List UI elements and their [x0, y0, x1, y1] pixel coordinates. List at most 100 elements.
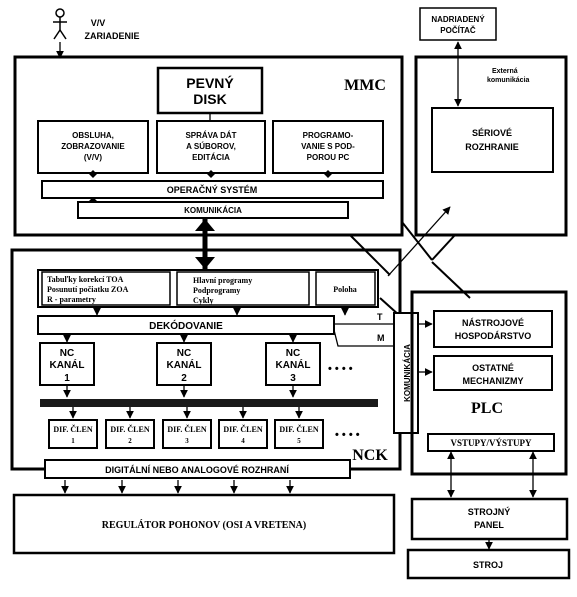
machine-panel-box: [410, 497, 569, 541]
nc-channel-3: NC KANÁL 3: [265, 334, 321, 386]
arrow-to-serial: [387, 206, 451, 277]
diff-member-1-label: DIF. ČLEN: [53, 424, 92, 434]
mmc-communication-label: KOMUNIKÁCIA: [184, 206, 242, 215]
tool-management-label-2: HOSPODÁRSTVO: [455, 331, 532, 341]
nc-channel-1-word2: KANÁL: [50, 358, 85, 371]
machine-panel-label-2: PANEL: [474, 520, 504, 530]
serial-interface-label-1: SÉRIOVÉ: [472, 128, 512, 138]
nc-channel-2-word1: NC: [177, 348, 191, 359]
serial-interface-label-2: ROZHRANIE: [465, 142, 519, 152]
other-mechanisms-label-2: MECHANIZMY: [463, 376, 524, 386]
pc-programming-box: [272, 120, 384, 174]
diff-member-5-label: DIF. ČLEN: [279, 424, 318, 434]
diff-member-3-number: 3: [185, 437, 189, 445]
data-management-box: [156, 120, 266, 174]
tool-management-box: [433, 310, 553, 348]
data-management-label-2: A SÚBOROV,: [186, 142, 236, 151]
diff-member-2-number: 2: [128, 437, 132, 445]
diff-member-1-number: 1: [71, 437, 75, 445]
host-computer-box: [419, 7, 497, 41]
io-devices-label-2: ZARIADENIE: [84, 31, 139, 41]
mmc-nck-link: [195, 219, 215, 269]
diff-member-2: DIF. ČLEN 2: [105, 419, 155, 449]
diff-member-5-number: 5: [297, 437, 301, 445]
nck-title: NCK: [352, 447, 388, 464]
hard-disk-label-1: PEVNÝ: [186, 74, 234, 91]
io-devices-person-icon: [53, 8, 67, 40]
nc-channel-2-number: 2: [181, 373, 187, 384]
nc-channel-3-word2: KANÁL: [276, 358, 311, 371]
host-computer-label-2: POČÍTAČ: [440, 26, 476, 35]
position-box: [315, 271, 376, 306]
nck-plc-communication-label: KOMUNIKÁCIA: [403, 344, 412, 402]
hard-disk-label-2: DISK: [193, 91, 226, 107]
data-management-label-3: EDITÁCIA: [192, 153, 230, 162]
programs-label-2: Podprogramy: [193, 286, 240, 295]
serial-interface-box: [431, 107, 554, 173]
ui-display-label-3: (V/V): [84, 153, 103, 162]
m-signal-label: M: [377, 333, 385, 343]
nc-channel-2: NC KANÁL 2: [156, 334, 212, 386]
bus-to-diff-arrows: [69, 407, 303, 419]
diff-member-2-label: DIF. ČLEN: [110, 424, 149, 434]
programs-box: [176, 271, 310, 306]
host-computer-label-1: NADRIADENÝ: [431, 15, 485, 24]
correction-tables-box: [41, 271, 171, 306]
tm-signal-lines: [333, 320, 433, 376]
external-comm-label-2: komunikácia: [487, 77, 530, 84]
nc-channel-3-word1: NC: [286, 348, 300, 359]
programs-label-3: Cykly: [193, 296, 213, 305]
plc-io-arrows: [447, 451, 537, 498]
plc-io-label: VSTUPY/VÝSTUPY: [450, 438, 532, 448]
operating-system-label: OPERAČNÝ SYSTÉM: [167, 184, 258, 195]
drive-controller-label: REGULÁTOR POHONOV (OSI A VRETENA): [102, 519, 306, 531]
diff-member-1: DIF. ČLEN 1: [48, 419, 98, 449]
correction-tables-label-2: Posunutí počiatku ZOA: [47, 285, 129, 294]
drive-controller-box: [12, 493, 396, 555]
ui-display-box: [37, 120, 149, 174]
programs-label-1: Hlavní programy: [193, 276, 252, 285]
other-mechanisms-label-1: OSTATNÉ: [472, 363, 514, 373]
drive-interface-label: DIGITÁLNÍ NEBO ANALOGOVÉ ROZHRANÍ: [105, 465, 289, 475]
operating-system-bar: [41, 180, 384, 199]
nc-channel-1-word1: NC: [60, 348, 74, 359]
nck-plc-communication-box: [393, 312, 419, 434]
other-mechanisms-box: [433, 355, 553, 391]
plc-io-box: [427, 433, 555, 452]
drive-interface-bar: [44, 459, 351, 479]
diff-member-4: DIF. ČLEN 4: [218, 419, 268, 449]
nc-channel-1: NC KANÁL 1: [39, 334, 95, 386]
diff-member-4-label: DIF. ČLEN: [223, 424, 262, 434]
position-label: Poloha: [333, 285, 357, 294]
nck-internal-bus: [40, 399, 378, 407]
io-devices-label-1: V/V: [91, 18, 106, 28]
plc-title: PLC: [471, 400, 503, 417]
nc-channel-1-number: 1: [64, 373, 70, 384]
decoding-label: DEKÓDOVANIE: [149, 319, 223, 332]
machine-box: [406, 548, 571, 580]
more-diff-dots: • • • •: [335, 429, 360, 441]
hard-disk-box: [156, 66, 264, 115]
region-crossover: [349, 221, 471, 326]
pc-programming-label-3: POROU PC: [307, 153, 350, 162]
diff-member-3-label: DIF. ČLEN: [167, 424, 206, 434]
machine-panel-label-1: STROJNÝ: [468, 506, 511, 517]
more-channels-dots: • • • •: [328, 363, 353, 375]
nc-channel-3-number: 3: [290, 373, 296, 384]
correction-tables-label-3: R - parametry: [47, 295, 96, 304]
decoding-bar: [37, 315, 335, 335]
correction-tables-label-1: Tabuľky korekcí TOA: [47, 275, 124, 284]
interface-to-drives-arrows: [61, 480, 294, 494]
data-management-label-1: SPRÁVA DÁT: [185, 131, 236, 140]
machine-label: STROJ: [473, 560, 503, 570]
mmc-title: MMC: [344, 77, 386, 94]
diff-member-3: DIF. ČLEN 3: [162, 419, 212, 449]
t-signal-label: T: [377, 312, 383, 322]
plc-region: [410, 290, 568, 476]
external-comm-label-1: Externá: [492, 68, 518, 75]
diff-member-4-number: 4: [241, 437, 245, 445]
ui-display-label-2: ZOBRAZOVANIE: [61, 142, 125, 151]
nc-channel-2-word2: KANÁL: [167, 358, 202, 371]
